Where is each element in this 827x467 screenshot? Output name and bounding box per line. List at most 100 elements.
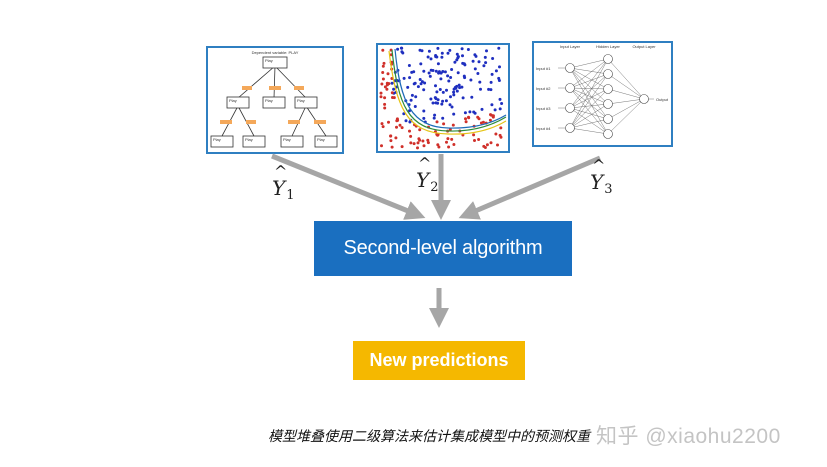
scatter-point xyxy=(422,144,426,148)
scatter-point xyxy=(434,101,438,105)
scatter-point xyxy=(433,96,437,100)
scatter-point xyxy=(457,83,461,87)
scatter-point xyxy=(452,90,456,94)
nn-connection xyxy=(569,58,609,109)
scatter-point xyxy=(452,143,456,146)
scatter-point xyxy=(468,110,472,114)
scatter-point xyxy=(473,139,476,142)
scatter-point xyxy=(445,140,448,144)
scatter-point xyxy=(381,48,385,52)
scatter-point xyxy=(476,72,480,75)
scatter-point xyxy=(461,96,465,100)
scatter-point xyxy=(409,134,413,138)
tree-node xyxy=(314,135,338,148)
scatter-point xyxy=(447,145,451,149)
nn-neuron xyxy=(603,54,613,64)
scatter-point xyxy=(485,143,489,147)
tree-node-label: Play xyxy=(245,137,253,142)
scatter-point xyxy=(496,143,499,147)
nn-connection xyxy=(569,67,609,75)
scatter-point xyxy=(461,54,464,58)
prediction-y-hat-2: ^Y2 xyxy=(416,154,439,195)
scatter-point xyxy=(489,113,492,117)
scatter-point xyxy=(402,112,406,116)
scatter-point xyxy=(394,136,398,140)
scatter-point xyxy=(493,108,497,112)
scatter-point xyxy=(479,121,483,125)
scatter-point xyxy=(497,76,501,80)
scatter-point xyxy=(427,49,431,53)
scatter-point xyxy=(419,62,423,66)
scatter-point xyxy=(451,123,455,127)
scatter-point xyxy=(444,99,448,103)
tree-node-label: Play xyxy=(317,137,325,142)
scatter-point xyxy=(404,119,408,123)
hidden-layer-label: Hidden Layer xyxy=(596,44,620,49)
scatter-point xyxy=(448,103,452,107)
scatter-point xyxy=(428,74,432,78)
tree-node xyxy=(242,135,266,148)
scatter-point xyxy=(439,71,443,75)
scatter-point xyxy=(380,122,384,126)
scatter-point xyxy=(489,141,493,145)
figure-caption: 模型堆叠使用二级算法来估计集成模型中的预测权重 xyxy=(268,428,590,444)
scatter-point xyxy=(422,109,426,113)
scatter-point xyxy=(471,59,475,63)
scatter-point xyxy=(402,76,406,80)
scatter-point xyxy=(409,141,413,145)
scatter-point xyxy=(390,145,394,149)
scatter-point xyxy=(440,55,444,59)
nn-connection xyxy=(569,107,609,120)
nn-connection xyxy=(569,118,609,129)
scatter-point xyxy=(482,64,486,68)
scatter-point xyxy=(500,102,504,105)
scatter-point xyxy=(449,95,452,99)
scatter-point xyxy=(398,123,402,127)
scatter-point xyxy=(426,138,430,142)
scatter-point xyxy=(381,64,385,68)
scatter-point xyxy=(491,115,495,119)
second-level-label: Second-level algorithm xyxy=(343,237,543,259)
scatter-point xyxy=(434,55,438,59)
scatter-point xyxy=(383,102,387,106)
scatter-point xyxy=(463,63,467,67)
scatter-point xyxy=(477,138,481,141)
nn-connection xyxy=(569,87,609,135)
scatter-point xyxy=(435,120,439,124)
scatter-point xyxy=(439,77,443,81)
new-predictions-box: New predictions xyxy=(353,341,525,380)
scatter-point xyxy=(390,81,394,85)
tree-node xyxy=(294,96,318,109)
scatter-point xyxy=(385,87,389,91)
scatter-point xyxy=(381,71,385,74)
scatter-point xyxy=(490,72,494,76)
scatter-point xyxy=(488,118,492,122)
nn-connection xyxy=(569,67,609,90)
scatter-point xyxy=(418,138,422,142)
scatter-point xyxy=(395,117,399,121)
neural-network-image: Input Layer Hidden Layer Output Layer In… xyxy=(532,41,673,147)
decision-tree-image: Dependent variable: PLAY xyxy=(206,46,344,154)
scatter-point xyxy=(387,120,390,124)
scatter-point xyxy=(431,69,435,72)
scatter-point xyxy=(464,117,467,121)
scatter-point xyxy=(420,80,424,84)
scatter-point xyxy=(427,71,431,75)
scatter-point xyxy=(446,51,450,55)
scatter-point xyxy=(436,98,440,102)
scatter-point xyxy=(446,74,450,78)
nn-connection xyxy=(607,88,645,100)
arrow-tree-to-second-level xyxy=(271,153,426,220)
nn-neuron xyxy=(565,63,575,73)
scatter-point xyxy=(416,146,419,150)
scatter-point xyxy=(436,62,440,66)
scatter-point xyxy=(441,99,445,103)
nn-connection xyxy=(569,58,609,89)
scatter-point xyxy=(497,46,501,50)
scatter-point xyxy=(483,55,487,59)
scatter-point xyxy=(452,112,456,116)
scatter-point xyxy=(422,116,426,120)
scatter-point xyxy=(460,47,464,51)
scatter-point xyxy=(440,51,444,55)
scatter-point xyxy=(482,144,486,148)
